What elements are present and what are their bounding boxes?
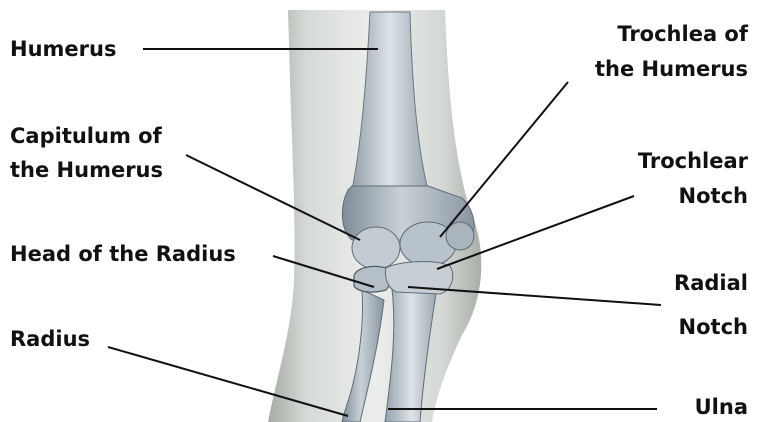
label-trochlear-notch-line1: Trochlear <box>638 147 748 175</box>
label-humerus: Humerus <box>10 35 116 63</box>
capitulum-shape <box>352 227 400 269</box>
label-trochlear-notch-line2: Notch <box>679 182 748 210</box>
label-radial-notch-line2: Notch <box>679 313 748 341</box>
label-head-of-radius: Head of the Radius <box>10 240 236 268</box>
label-capitulum-line2: the Humerus <box>10 156 163 184</box>
label-capitulum-line1: Capitulum of <box>10 122 162 150</box>
radial-head-shape <box>354 266 391 292</box>
label-trochlea-line2: the Humerus <box>595 55 748 83</box>
label-ulna: Ulna <box>695 393 748 421</box>
trochlea-leader-line <box>440 82 568 237</box>
label-trochlea-line1: Trochlea of <box>617 20 748 48</box>
label-radial-notch-line1: Radial <box>674 269 748 297</box>
label-radius: Radius <box>10 325 90 353</box>
